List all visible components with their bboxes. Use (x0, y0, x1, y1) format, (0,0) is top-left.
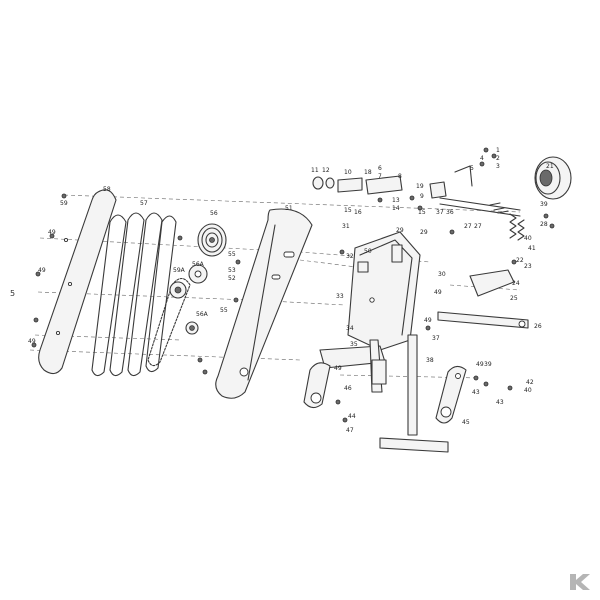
right-bracket-arm (469, 269, 515, 297)
callout-29b: 29 (420, 229, 428, 236)
support-leg (379, 334, 449, 453)
upper-bushings (312, 165, 473, 199)
callout-50: 50 (364, 248, 372, 255)
callout-25: 25 (510, 295, 518, 302)
callout-59a: 59A (173, 267, 186, 274)
callout-37: 37 (436, 209, 444, 216)
callout-47: 47 (346, 427, 354, 434)
callout-labels: 58 59 49 49 49 57 56 59A 56A 56A 55 53 5… (28, 147, 554, 434)
callout-8: 8 (398, 173, 402, 180)
callout-39b: 39 (484, 361, 492, 368)
callout-58: 58 (103, 186, 111, 193)
lower-arm-assembly (303, 339, 387, 409)
callout-34: 34 (346, 325, 354, 332)
callout-18: 18 (364, 169, 372, 176)
v-belts (91, 212, 177, 377)
callout-38: 38 (426, 357, 434, 364)
callout-9: 9 (420, 193, 424, 200)
callout-39: 39 (540, 201, 548, 208)
callout-42: 42 (526, 379, 534, 386)
callout-33: 33 (336, 293, 344, 300)
callout-32: 32 (346, 253, 354, 260)
callout-23: 23 (524, 263, 532, 270)
callout-1: 1 (496, 147, 500, 154)
callout-59: 59 (60, 200, 68, 207)
callout-43b: 43 (496, 399, 504, 406)
callout-40: 40 (524, 235, 532, 242)
callout-49: 49 (48, 229, 56, 236)
callout-51: 51 (285, 205, 293, 212)
callout-15: 15 (344, 207, 352, 214)
callout-56a: 56A (192, 261, 205, 268)
callout-35: 35 (350, 341, 358, 348)
side-label: 5 (10, 289, 15, 298)
callout-49d: 49 (434, 289, 442, 296)
callout-7: 7 (378, 173, 382, 180)
callout-31: 31 (342, 223, 350, 230)
callout-49c: 49 (28, 338, 36, 345)
callout-37b: 37 (432, 335, 440, 342)
callout-22: 22 (516, 257, 524, 264)
callout-36: 36 (446, 209, 454, 216)
callout-13: 13 (392, 197, 400, 204)
callout-57: 57 (140, 200, 148, 207)
callout-46: 46 (344, 385, 352, 392)
callout-4: 4 (480, 155, 484, 162)
callout-15b: 15 (418, 209, 426, 216)
callout-3: 3 (496, 163, 500, 170)
callout-10: 10 (344, 169, 352, 176)
callout-24: 24 (512, 280, 520, 287)
right-link-arm (435, 365, 467, 424)
fasteners (31, 147, 555, 423)
callout-11: 11 (311, 167, 319, 174)
callout-27: 27 (464, 223, 472, 230)
top-shaft-and-pulley (439, 156, 572, 217)
callout-14: 14 (392, 205, 400, 212)
top-link-bar (437, 311, 529, 329)
callout-49e: 49 (424, 317, 432, 324)
callout-5: 5 (470, 165, 474, 172)
callout-19: 19 (416, 183, 424, 190)
left-belt-guard-cover (38, 189, 117, 375)
chain-drive (147, 264, 208, 367)
callout-44: 44 (348, 413, 356, 420)
callout-41: 41 (528, 245, 536, 252)
callout-16: 16 (354, 209, 362, 216)
callout-56a-lower: 56A (196, 311, 209, 318)
callout-49g: 49 (476, 361, 484, 368)
callout-21: 21 (546, 163, 554, 170)
right-belt-guard-housing (215, 208, 313, 399)
k-logo-watermark (570, 574, 590, 590)
callout-12: 12 (322, 167, 330, 174)
callout-26: 26 (534, 323, 542, 330)
main-pulley (197, 223, 227, 257)
springs (509, 213, 525, 241)
central-frame (347, 231, 421, 351)
callout-28: 28 (540, 221, 548, 228)
callout-29: 29 (396, 227, 404, 234)
callout-27b: 27 (474, 223, 482, 230)
callout-40b: 40 (524, 387, 532, 394)
callout-45: 45 (462, 419, 470, 426)
callout-56: 56 (210, 210, 218, 217)
callout-49b: 49 (38, 267, 46, 274)
callout-2: 2 (496, 155, 500, 162)
callout-43: 43 (472, 389, 480, 396)
callout-52: 52 (228, 275, 236, 282)
callout-53: 53 (228, 267, 236, 274)
callout-49f: 49 (334, 365, 342, 372)
callout-30: 30 (438, 271, 446, 278)
callout-6: 6 (378, 165, 382, 172)
callout-55b: 55 (220, 307, 228, 314)
callout-55: 55 (228, 251, 236, 258)
